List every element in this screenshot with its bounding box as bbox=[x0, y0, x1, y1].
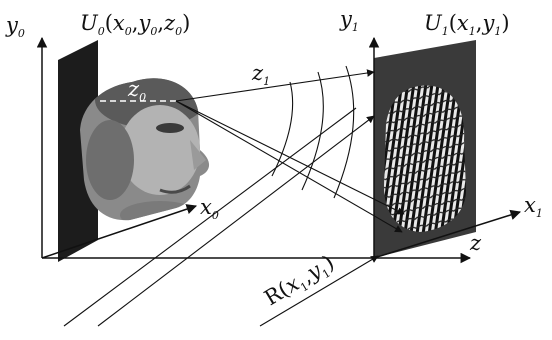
reference-wave-label: R(x1,y1) bbox=[260, 250, 340, 313]
wavefronts bbox=[271, 65, 355, 199]
face-image bbox=[80, 78, 210, 221]
hologram-x-axis-label: x1 bbox=[524, 193, 543, 220]
reference-wave bbox=[63, 107, 379, 327]
hologram-y-axis-label: y1 bbox=[339, 7, 359, 34]
object-plane bbox=[36, 36, 210, 262]
object-depth-label: z0 bbox=[127, 77, 146, 104]
object-field-label: U0(x0,y0,z0) bbox=[80, 11, 190, 38]
object-plate bbox=[58, 40, 98, 262]
z-axis-label: z bbox=[469, 231, 482, 255]
propagation-distance-label: z1 bbox=[251, 61, 270, 88]
hologram-plane bbox=[368, 36, 522, 259]
object-y-axis-label: y0 bbox=[5, 13, 25, 40]
object-x-axis-label: x0 bbox=[200, 195, 219, 222]
hologram-field-label: U1(x1,y1) bbox=[424, 11, 510, 38]
